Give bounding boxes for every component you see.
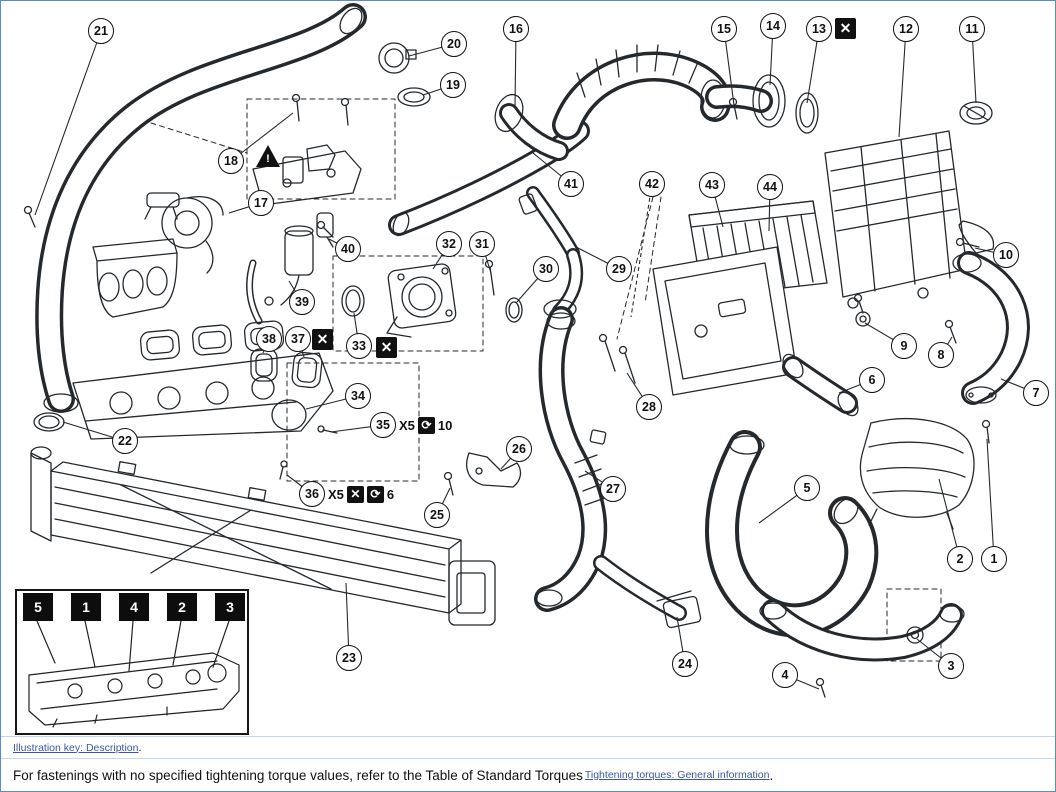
construction-lines [150, 98, 942, 662]
key-suffix: . [138, 741, 142, 754]
torque-note-row: For fastenings with no specified tighten… [1, 758, 1055, 791]
illustration-key-link[interactable]: Illustration key: Description [13, 741, 139, 754]
lower-duct-art [759, 599, 965, 698]
turbo-manifold-art [92, 192, 224, 318]
footer: Illustration key: Description . For fast… [1, 736, 1055, 791]
tightening-torques-link[interactable]: Tightening torques: General information [584, 769, 770, 781]
cylinder-label-5: 5 [23, 593, 53, 621]
torque-note-text: For fastenings with no specified tighten… [13, 767, 583, 783]
torque-suffix: . [769, 767, 774, 783]
gasket-art [250, 285, 523, 389]
resonator-art [859, 418, 991, 530]
connector-tube-art [782, 353, 859, 417]
cylinder-label-4: 4 [119, 593, 149, 621]
air-filter-art [652, 200, 828, 396]
intake-manifold-art [72, 320, 338, 480]
cylinder-label-1: 1 [71, 593, 101, 621]
charge-pipe-art [23, 3, 367, 432]
clamp-seal-art [378, 42, 431, 107]
intercooler-art [30, 446, 496, 626]
cylinder-label-3: 3 [215, 593, 245, 621]
illustration-key-row: Illustration key: Description . [1, 736, 1055, 758]
diagram-artwork [23, 3, 1030, 698]
cylinder-head-art [28, 620, 240, 728]
right-elbow-hose-art [952, 251, 1030, 405]
cylinder-label-2: 2 [167, 593, 197, 621]
outlet-hose-art [443, 299, 702, 629]
